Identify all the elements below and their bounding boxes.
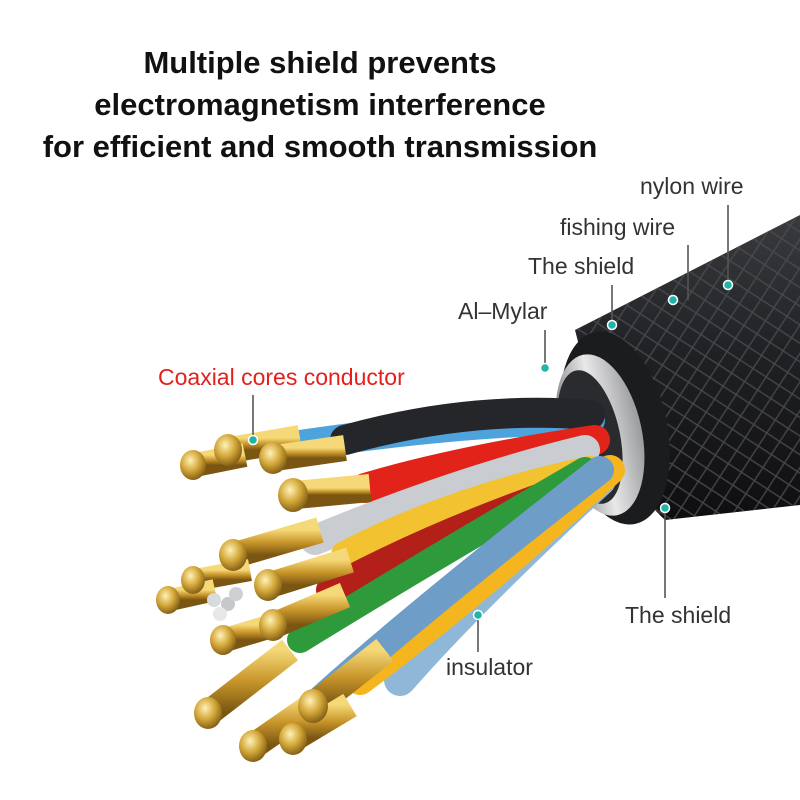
label-fishing-wire: fishing wire bbox=[560, 214, 676, 240]
headline-line-1: Multiple shield prevents bbox=[143, 45, 497, 80]
label-insulator: insulator bbox=[446, 654, 533, 680]
label-shield-top: The shield bbox=[528, 253, 635, 279]
leader-lines bbox=[252, 205, 729, 652]
headline: Multiple shield prevents electromagnetis… bbox=[0, 42, 640, 168]
label-coaxial-cores: Coaxial cores conductor bbox=[158, 364, 405, 390]
headline-line-3: for efficient and smooth transmission bbox=[42, 129, 598, 164]
leader-dots bbox=[247, 279, 734, 621]
label-nylon-wire: nylon wire bbox=[640, 173, 744, 199]
label-shield-bottom: The shield bbox=[625, 602, 732, 628]
gold-pins bbox=[156, 425, 394, 762]
headline-line-2: electromagnetism interference bbox=[94, 87, 546, 122]
label-al-mylar: Al–Mylar bbox=[458, 298, 548, 324]
